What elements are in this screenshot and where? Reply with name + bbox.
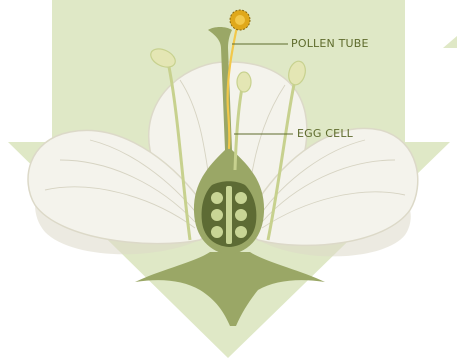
egg-cell-label: EGG CELL	[297, 128, 353, 139]
ovule	[235, 192, 248, 205]
anther-mid	[237, 72, 251, 92]
ovule	[235, 226, 248, 239]
background-arrow-tip-right	[443, 36, 457, 48]
placenta	[226, 186, 232, 244]
ovule	[235, 209, 248, 222]
pollen-tube-label: POLLEN TUBE	[291, 38, 369, 49]
pollen-grain-center	[235, 15, 245, 25]
ovule	[211, 226, 224, 239]
ovule	[211, 209, 224, 222]
ovule	[211, 192, 224, 205]
